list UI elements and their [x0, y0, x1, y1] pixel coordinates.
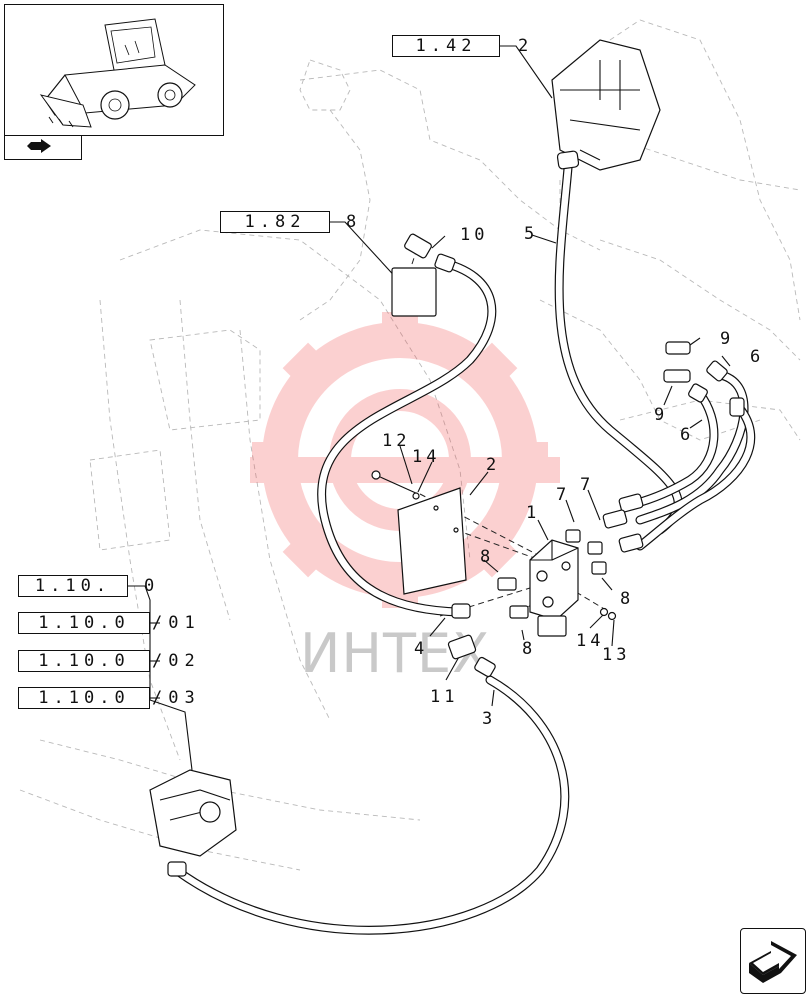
watermark-gear-tooth — [467, 342, 518, 393]
ref-box-1-42[interactable]: 1.42 — [392, 35, 500, 57]
callout-3: 3 — [482, 709, 496, 729]
callout-7b: 7 — [580, 475, 594, 495]
callout-2: 2 — [486, 455, 500, 475]
watermark-gear-tooth — [514, 442, 548, 478]
part-callouts: 5 10 9 6 9 6 12 14 2 7 7 1 8 8 8 14 13 4… — [382, 224, 764, 729]
callout-14b: 14 — [576, 631, 604, 651]
callout-8c: 8 — [522, 639, 536, 659]
ref-box-1-10[interactable]: 1.10. — [18, 575, 128, 597]
callout-9b: 9 — [654, 405, 668, 425]
leader-lines — [128, 45, 731, 771]
callout-9a: 9 — [720, 329, 734, 349]
callout-10: 10 — [460, 225, 488, 245]
ref-box-1-82[interactable]: 1.82 — [220, 211, 330, 233]
watermark-gear-tooth — [467, 527, 518, 578]
callout-11: 11 — [430, 687, 458, 707]
machine-thumbnail — [4, 4, 224, 136]
fittings — [149, 150, 745, 877]
callout-6b: 6 — [680, 425, 694, 445]
watermark-gear-tooth — [282, 527, 333, 578]
ref-suffix-1-10-01: /01 — [152, 613, 201, 633]
ref-box-1-10-03[interactable]: 1.10.0 — [18, 687, 150, 709]
next-page-button[interactable] — [740, 928, 806, 994]
ref-suffix-1-10: 0 — [144, 576, 159, 596]
thumbnail-back-button[interactable] — [4, 136, 82, 160]
back-arrow-icon — [27, 139, 51, 153]
callout-4: 4 — [414, 639, 428, 659]
ref-box-1-10-01[interactable]: 1.10.0 — [18, 612, 150, 634]
callout-7a: 7 — [556, 485, 570, 505]
callout-6a: 6 — [750, 347, 764, 367]
machine-ghost-outline — [19, 19, 801, 871]
callout-13: 13 — [602, 645, 630, 665]
next-page-arrow-icon — [749, 941, 797, 983]
callout-1: 1 — [526, 503, 540, 523]
callout-8a: 8 — [480, 547, 494, 567]
ref-suffix-1-82: 8 — [346, 212, 361, 232]
ref-suffix-1-42: 2 — [518, 36, 533, 56]
ref-suffix-1-10-03: /03 — [152, 688, 201, 708]
control-valve-block — [551, 39, 661, 171]
callout-14a: 14 — [412, 447, 440, 467]
callout-12: 12 — [382, 431, 410, 451]
watermark-gear-tooth — [382, 312, 418, 346]
watermark-gear-tooth — [282, 342, 333, 393]
callout-5: 5 — [524, 224, 538, 244]
wheel-loader-icon — [39, 18, 196, 128]
watermark-gear-tooth — [252, 442, 286, 478]
hydraulic-hoses — [171, 163, 756, 935]
ref-suffix-1-10-02: /02 — [152, 651, 201, 671]
callout-8b: 8 — [620, 589, 634, 609]
ref-box-1-10-02[interactable]: 1.10.0 — [18, 650, 150, 672]
